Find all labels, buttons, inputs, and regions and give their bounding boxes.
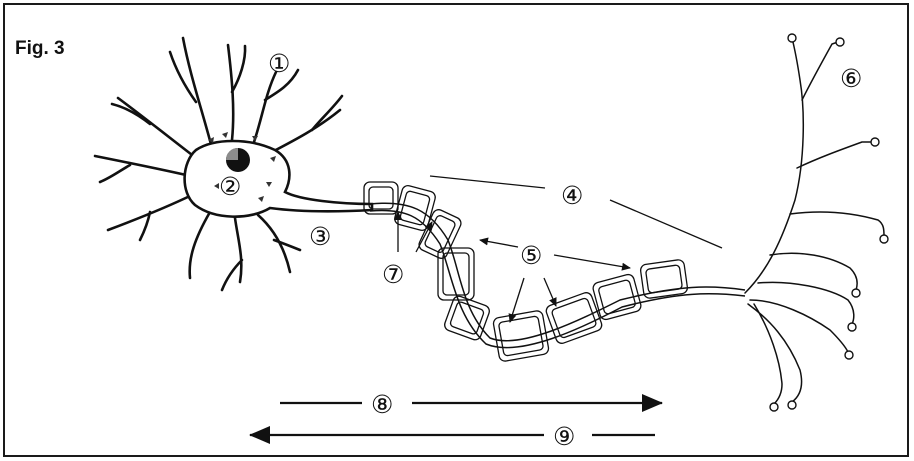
label-4: ④: [561, 181, 583, 210]
label-9: ⑨: [553, 422, 575, 451]
label-1: ①: [268, 49, 290, 78]
myelin-sheath: [364, 182, 688, 362]
signal-direction-arrows: [250, 403, 662, 435]
label-7: ⑦: [382, 260, 404, 289]
axon: [370, 203, 745, 347]
label-5: ⑤: [520, 241, 542, 270]
axon-terminals: [745, 38, 884, 404]
label-6: ⑥: [840, 64, 862, 93]
nucleus: [226, 148, 250, 172]
label-2: ②: [219, 172, 241, 201]
label-8: ⑧: [371, 390, 393, 419]
cell-body: [185, 141, 372, 217]
label-3: ③: [309, 222, 331, 251]
